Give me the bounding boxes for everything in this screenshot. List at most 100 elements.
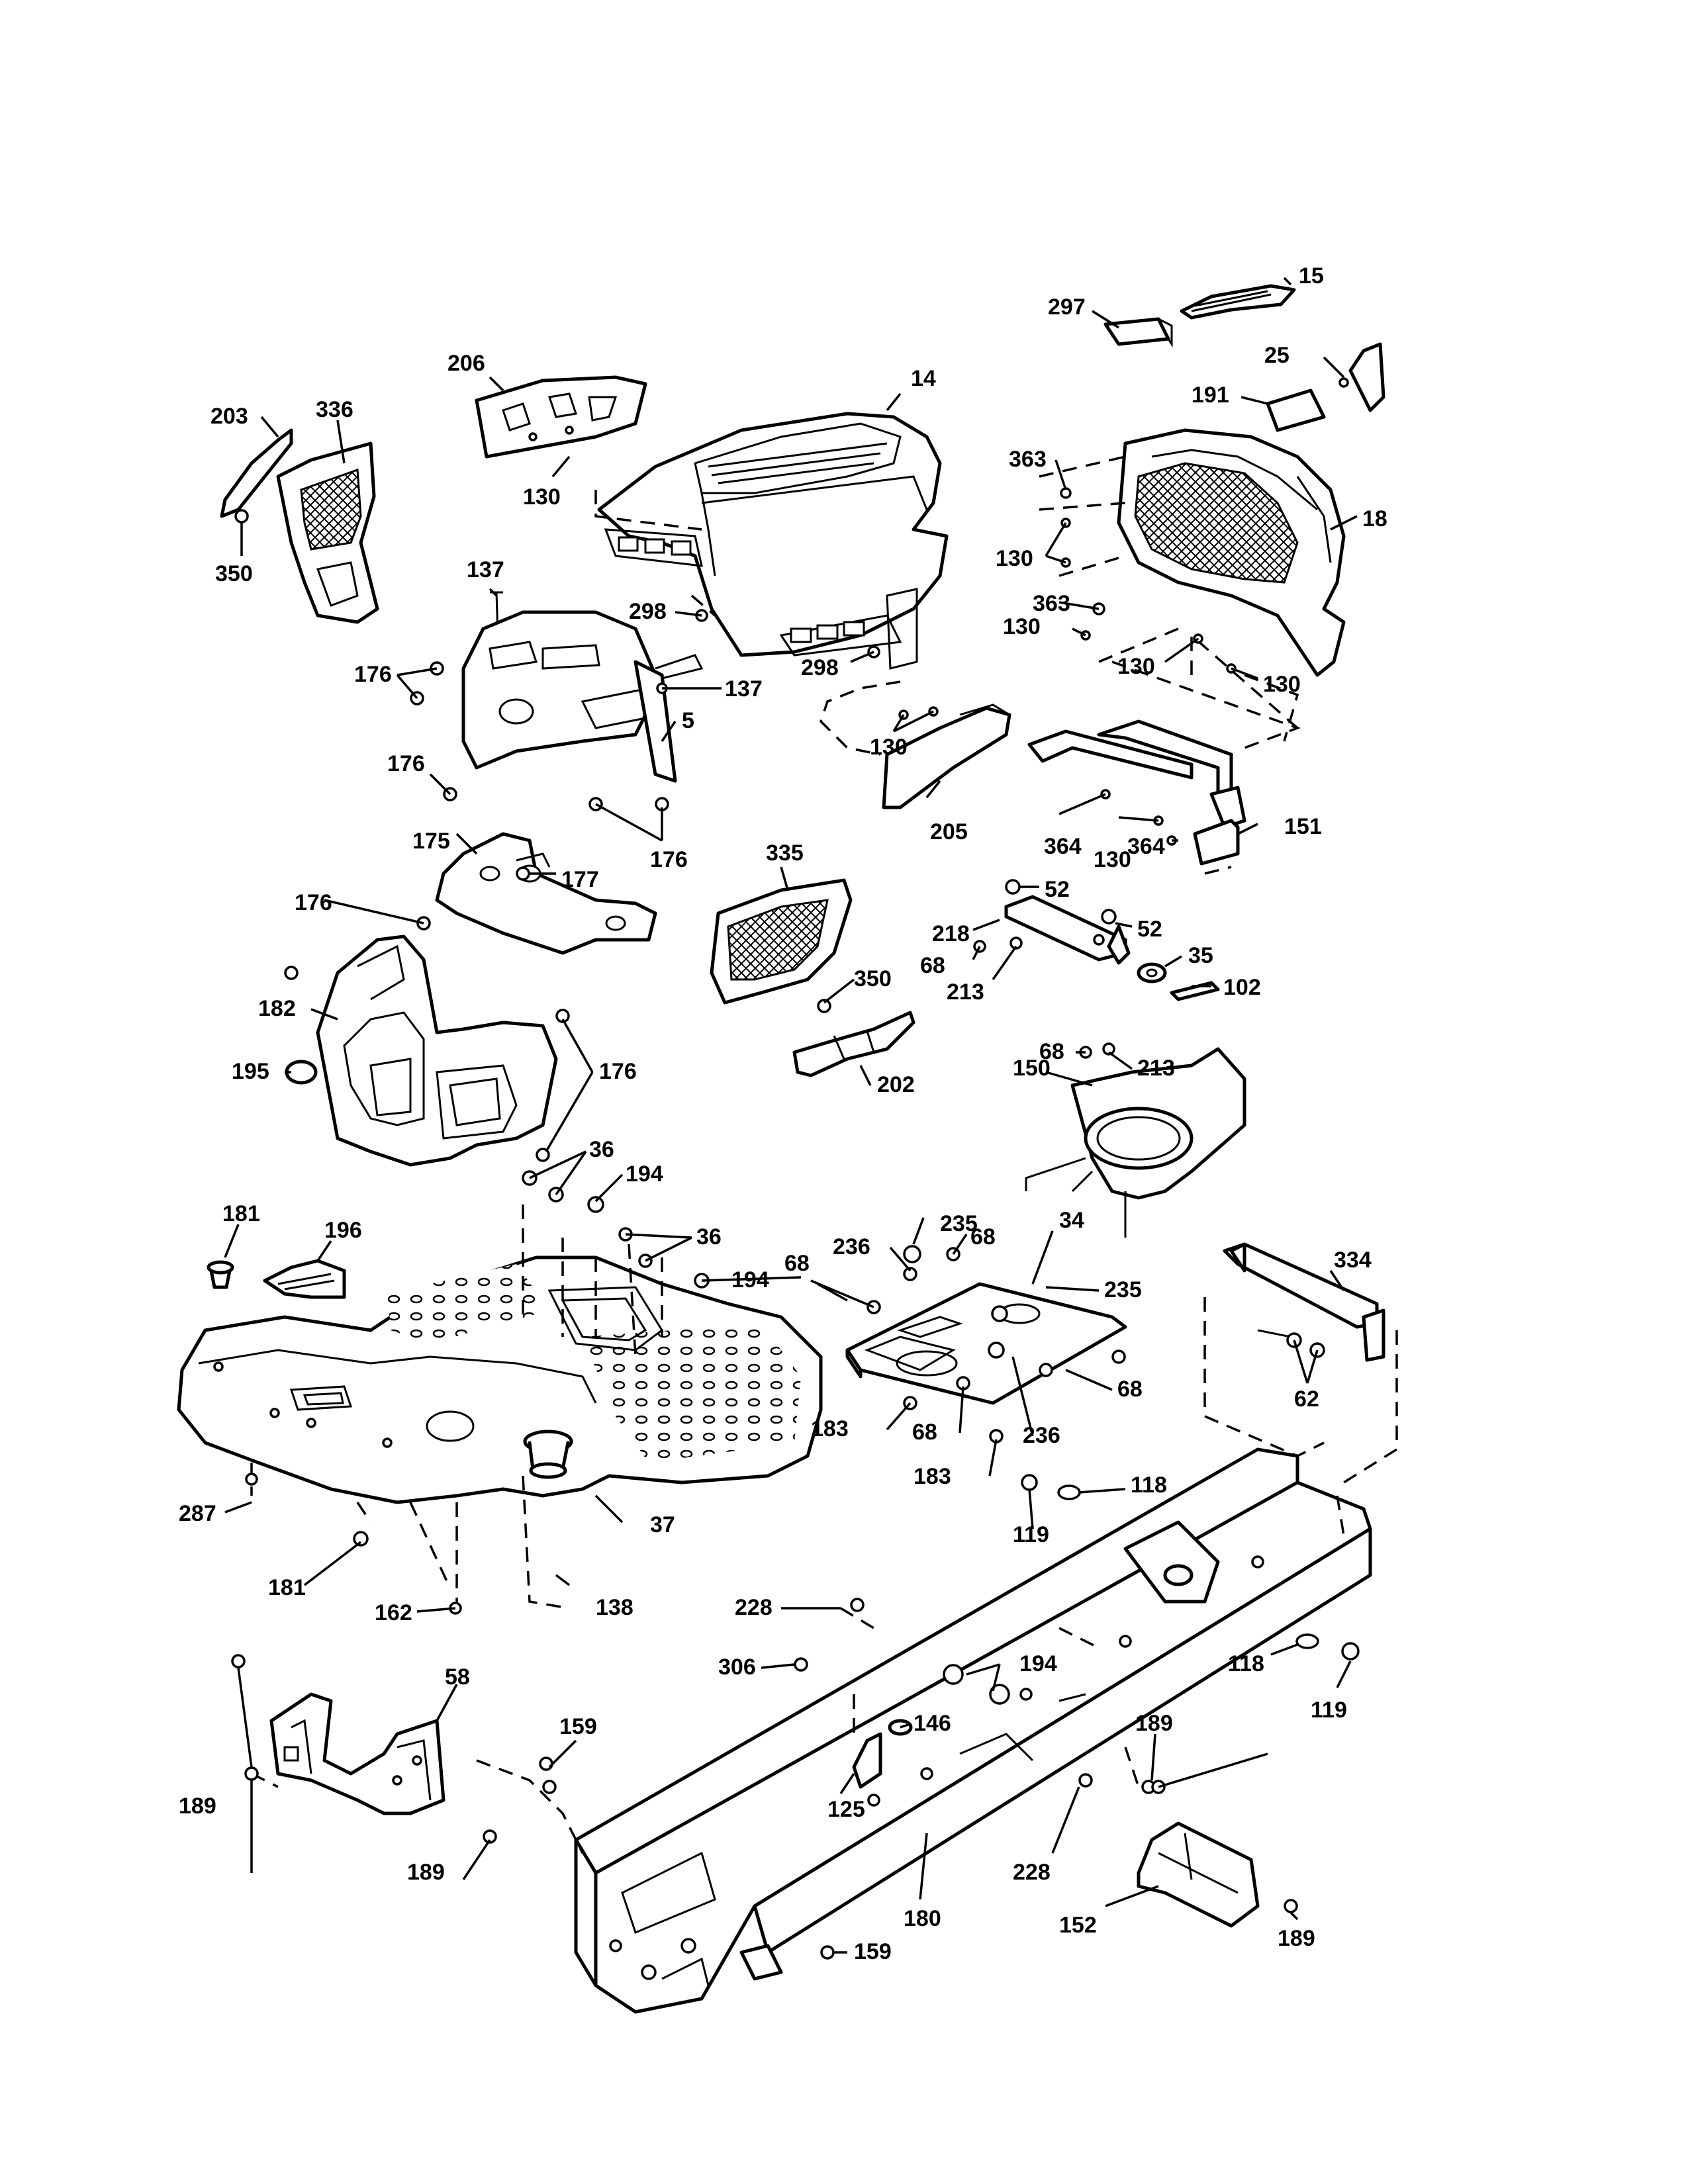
label-176b: 176 xyxy=(387,751,425,776)
label-235a: 235 xyxy=(940,1211,978,1236)
label-58: 58 xyxy=(445,1664,470,1690)
part-182-panel xyxy=(316,934,558,1167)
part-151-bracket xyxy=(1193,819,1240,866)
label-5: 5 xyxy=(682,708,694,733)
label-162: 162 xyxy=(375,1600,412,1625)
part-175-bracket xyxy=(435,832,657,955)
part-181-grommet xyxy=(207,1260,234,1289)
label-35: 35 xyxy=(1188,943,1213,968)
label-176c: 176 xyxy=(650,847,688,872)
part-125-bracket xyxy=(852,1732,882,1789)
label-102: 102 xyxy=(1223,975,1261,1000)
part-297-lens xyxy=(1103,317,1173,348)
label-228b: 228 xyxy=(1013,1860,1051,1885)
label-189b: 189 xyxy=(179,1794,216,1819)
label-298b: 298 xyxy=(801,655,839,680)
leader-lines xyxy=(224,277,1358,1954)
part-202-trim xyxy=(792,1011,915,1077)
part-25-lens xyxy=(1338,342,1385,412)
label-180: 180 xyxy=(904,1906,941,1931)
label-306: 306 xyxy=(718,1655,756,1680)
label-130b: 130 xyxy=(996,546,1033,571)
label-151: 151 xyxy=(1284,814,1322,839)
label-37: 37 xyxy=(650,1512,675,1537)
label-213a: 213 xyxy=(947,979,984,1005)
label-194a: 194 xyxy=(626,1161,663,1187)
label-181b: 181 xyxy=(268,1575,306,1600)
label-130a: 130 xyxy=(523,484,561,510)
label-236b: 236 xyxy=(1023,1423,1060,1448)
label-182: 182 xyxy=(258,996,296,1021)
part-364-bracket xyxy=(1027,719,1246,829)
label-177: 177 xyxy=(561,867,599,892)
label-202: 202 xyxy=(877,1072,915,1097)
callout-labels: 15 297 25 191 14 206 203 336 350 130 363… xyxy=(179,263,1387,1964)
part-203-trim xyxy=(220,428,293,518)
part-335-grille xyxy=(710,878,853,1005)
label-195: 195 xyxy=(232,1059,269,1084)
assembly-lines xyxy=(250,455,1398,1854)
label-36a: 36 xyxy=(589,1137,614,1162)
label-350a: 350 xyxy=(215,561,253,586)
label-183a: 183 xyxy=(811,1416,849,1441)
part-14-hood xyxy=(597,412,949,670)
label-176e: 176 xyxy=(599,1059,637,1084)
label-189a: 189 xyxy=(1135,1711,1173,1736)
part-15-stripe xyxy=(1180,284,1296,320)
label-14: 14 xyxy=(911,366,936,391)
part-5-dash xyxy=(461,610,704,783)
part-336-side-grille xyxy=(276,441,379,624)
label-146: 146 xyxy=(914,1711,951,1736)
part-191-lens xyxy=(1266,388,1326,432)
label-205: 205 xyxy=(930,819,968,844)
label-68b: 68 xyxy=(1039,1039,1064,1064)
part-180-frame xyxy=(574,1447,1372,2014)
label-68f: 68 xyxy=(912,1420,937,1445)
label-52a: 52 xyxy=(1045,877,1070,902)
label-364b: 364 xyxy=(1127,834,1165,859)
label-364a: 364 xyxy=(1044,834,1082,859)
label-62: 62 xyxy=(1294,1387,1319,1412)
part-37-fender xyxy=(177,1255,823,1504)
label-118a: 118 xyxy=(1131,1473,1167,1498)
label-363a: 363 xyxy=(1009,447,1047,472)
label-183b: 183 xyxy=(914,1464,951,1489)
part-35-washer xyxy=(1137,962,1167,983)
part-205-cover xyxy=(882,704,1011,809)
label-68c: 68 xyxy=(970,1224,996,1250)
label-189c: 189 xyxy=(407,1860,445,1885)
label-130g: 130 xyxy=(1094,847,1131,872)
label-194b: 194 xyxy=(731,1267,769,1293)
label-130e: 130 xyxy=(1263,672,1301,697)
label-203: 203 xyxy=(211,404,248,429)
label-191: 191 xyxy=(1192,383,1229,408)
label-228a: 228 xyxy=(735,1595,773,1620)
label-297: 297 xyxy=(1048,295,1086,320)
label-25: 25 xyxy=(1264,343,1289,368)
label-235b: 235 xyxy=(1104,1277,1142,1302)
label-189d: 189 xyxy=(1278,1926,1315,1951)
label-125: 125 xyxy=(827,1797,865,1822)
label-52b: 52 xyxy=(1137,917,1162,942)
label-130d: 130 xyxy=(1117,654,1155,679)
part-34-seat-plate xyxy=(845,1282,1127,1405)
part-150-chute xyxy=(1025,1047,1246,1238)
label-150: 150 xyxy=(1013,1056,1051,1081)
label-194c: 194 xyxy=(1019,1651,1057,1676)
label-334: 334 xyxy=(1334,1248,1372,1273)
label-350b: 350 xyxy=(854,966,892,991)
label-335: 335 xyxy=(766,841,804,866)
label-68e: 68 xyxy=(1117,1377,1143,1402)
label-218: 218 xyxy=(932,921,970,946)
label-119a: 119 xyxy=(1013,1522,1049,1547)
label-130c: 130 xyxy=(1003,614,1041,639)
label-34: 34 xyxy=(1059,1208,1084,1233)
part-196-pad xyxy=(263,1259,346,1299)
part-138-boot xyxy=(523,1430,573,1479)
part-62-bolt xyxy=(1257,1329,1325,1358)
part-18-grille xyxy=(1117,428,1346,677)
label-119b: 119 xyxy=(1311,1698,1347,1723)
label-181a: 181 xyxy=(222,1201,260,1226)
label-176d: 176 xyxy=(295,890,332,915)
